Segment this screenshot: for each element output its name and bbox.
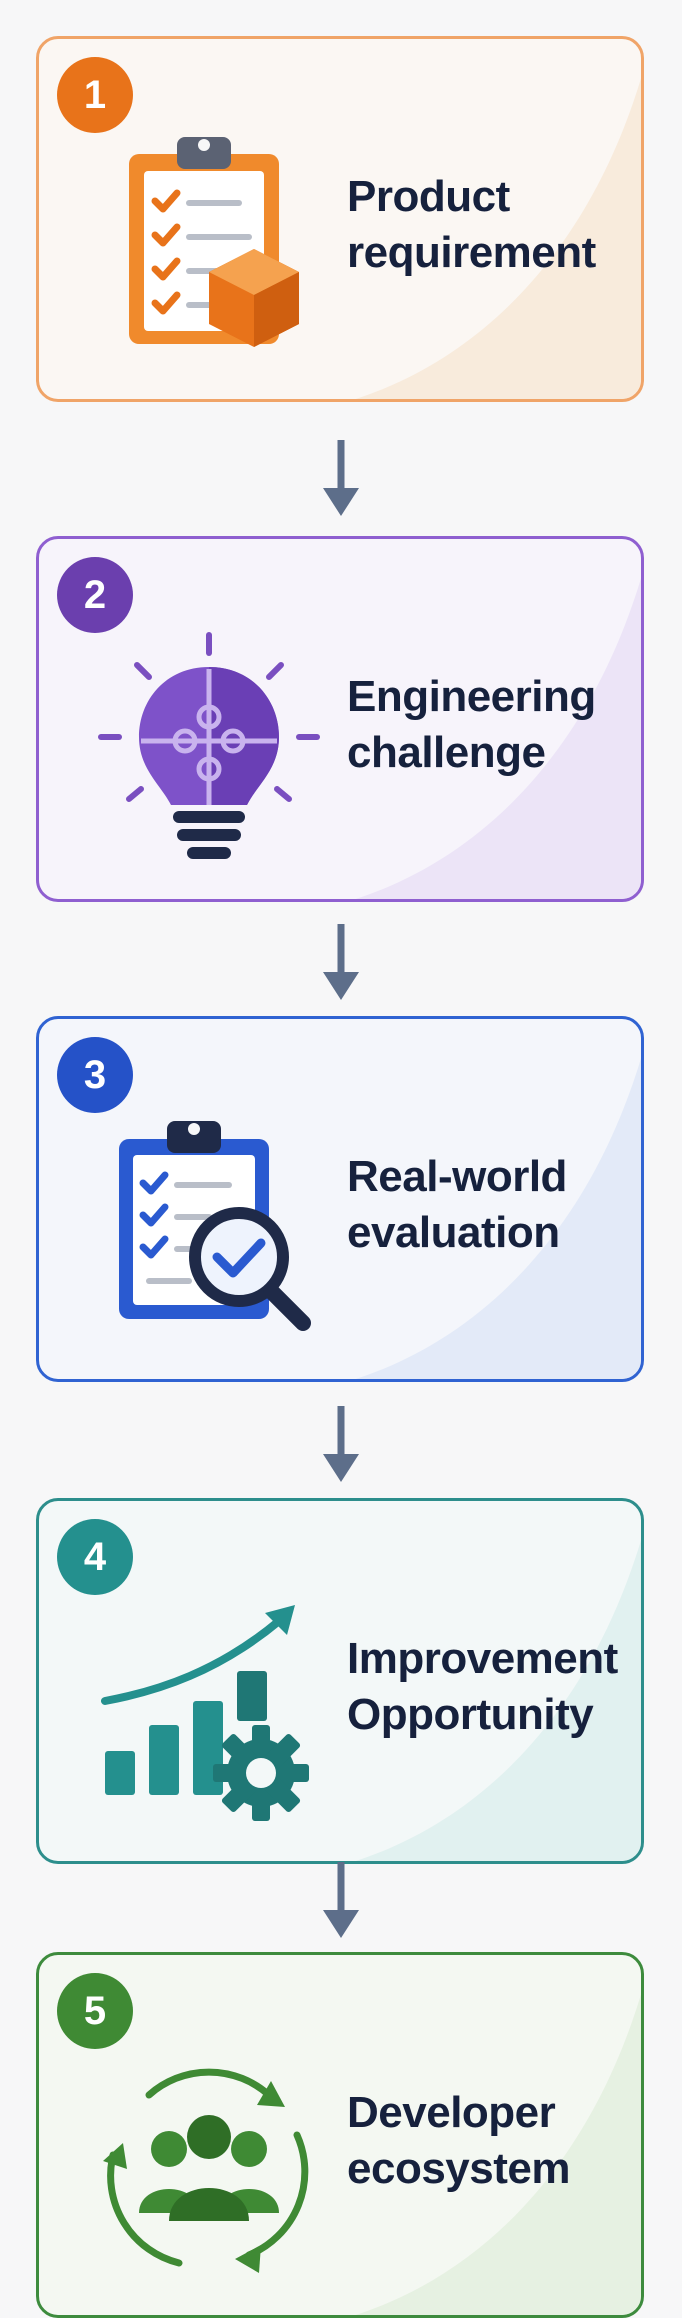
step-label-line-2: requirement bbox=[347, 228, 596, 277]
step-label-line-2: Opportunity bbox=[347, 1690, 594, 1739]
step-label-line-2: ecosystem bbox=[347, 2144, 570, 2193]
step-label-line-1: Improvement bbox=[347, 1634, 618, 1683]
card-background-swoosh bbox=[355, 78, 641, 399]
step-label: Developer ecosystem bbox=[347, 2085, 637, 2197]
step-number-badge: 1 bbox=[57, 57, 133, 133]
step-label-line-1: Developer bbox=[347, 2088, 556, 2137]
step-card-2: 2 Engineering challenge bbox=[36, 536, 644, 902]
clipboard-magnifier-icon bbox=[119, 1121, 311, 1331]
step-label-line-2: evaluation bbox=[347, 1208, 560, 1257]
step-label-line-1: Product bbox=[347, 172, 510, 221]
step-number-badge: 2 bbox=[57, 557, 133, 633]
step-card-3: 3 Real-world evaluation bbox=[36, 1016, 644, 1382]
card-background-swoosh bbox=[355, 1540, 641, 1861]
step-number-badge: 5 bbox=[57, 1973, 133, 2049]
down-arrow-icon bbox=[323, 440, 359, 516]
lightbulb-puzzle-icon bbox=[98, 632, 320, 859]
step-number-badge: 4 bbox=[57, 1519, 133, 1595]
step-label: Real-world evaluation bbox=[347, 1149, 637, 1261]
down-arrow-icon bbox=[323, 1406, 359, 1482]
down-arrow-icon bbox=[323, 1862, 359, 1938]
growth-chart-gear-icon bbox=[101, 1605, 309, 1821]
step-card-4: 4 Improvement Opportunity bbox=[36, 1498, 644, 1864]
step-label-line-1: Engineering bbox=[347, 672, 596, 721]
card-background-swoosh bbox=[355, 578, 641, 899]
step-number-badge: 3 bbox=[57, 1037, 133, 1113]
step-label: Improvement Opportunity bbox=[347, 1631, 637, 1743]
step-label-line-1: Real-world bbox=[347, 1152, 567, 1201]
step-card-5: 5 Developer ecosystem bbox=[36, 1952, 644, 2318]
step-card-1: 1 Product requirement bbox=[36, 36, 644, 402]
card-background-swoosh bbox=[355, 1058, 641, 1379]
step-label: Engineering challenge bbox=[347, 669, 637, 781]
down-arrow-icon bbox=[323, 924, 359, 1000]
step-label: Product requirement bbox=[347, 169, 637, 281]
step-label-line-2: challenge bbox=[347, 728, 546, 777]
people-cycle-icon bbox=[103, 2068, 309, 2273]
card-background-swoosh bbox=[355, 1994, 641, 2315]
clipboard-box-icon bbox=[129, 137, 299, 347]
